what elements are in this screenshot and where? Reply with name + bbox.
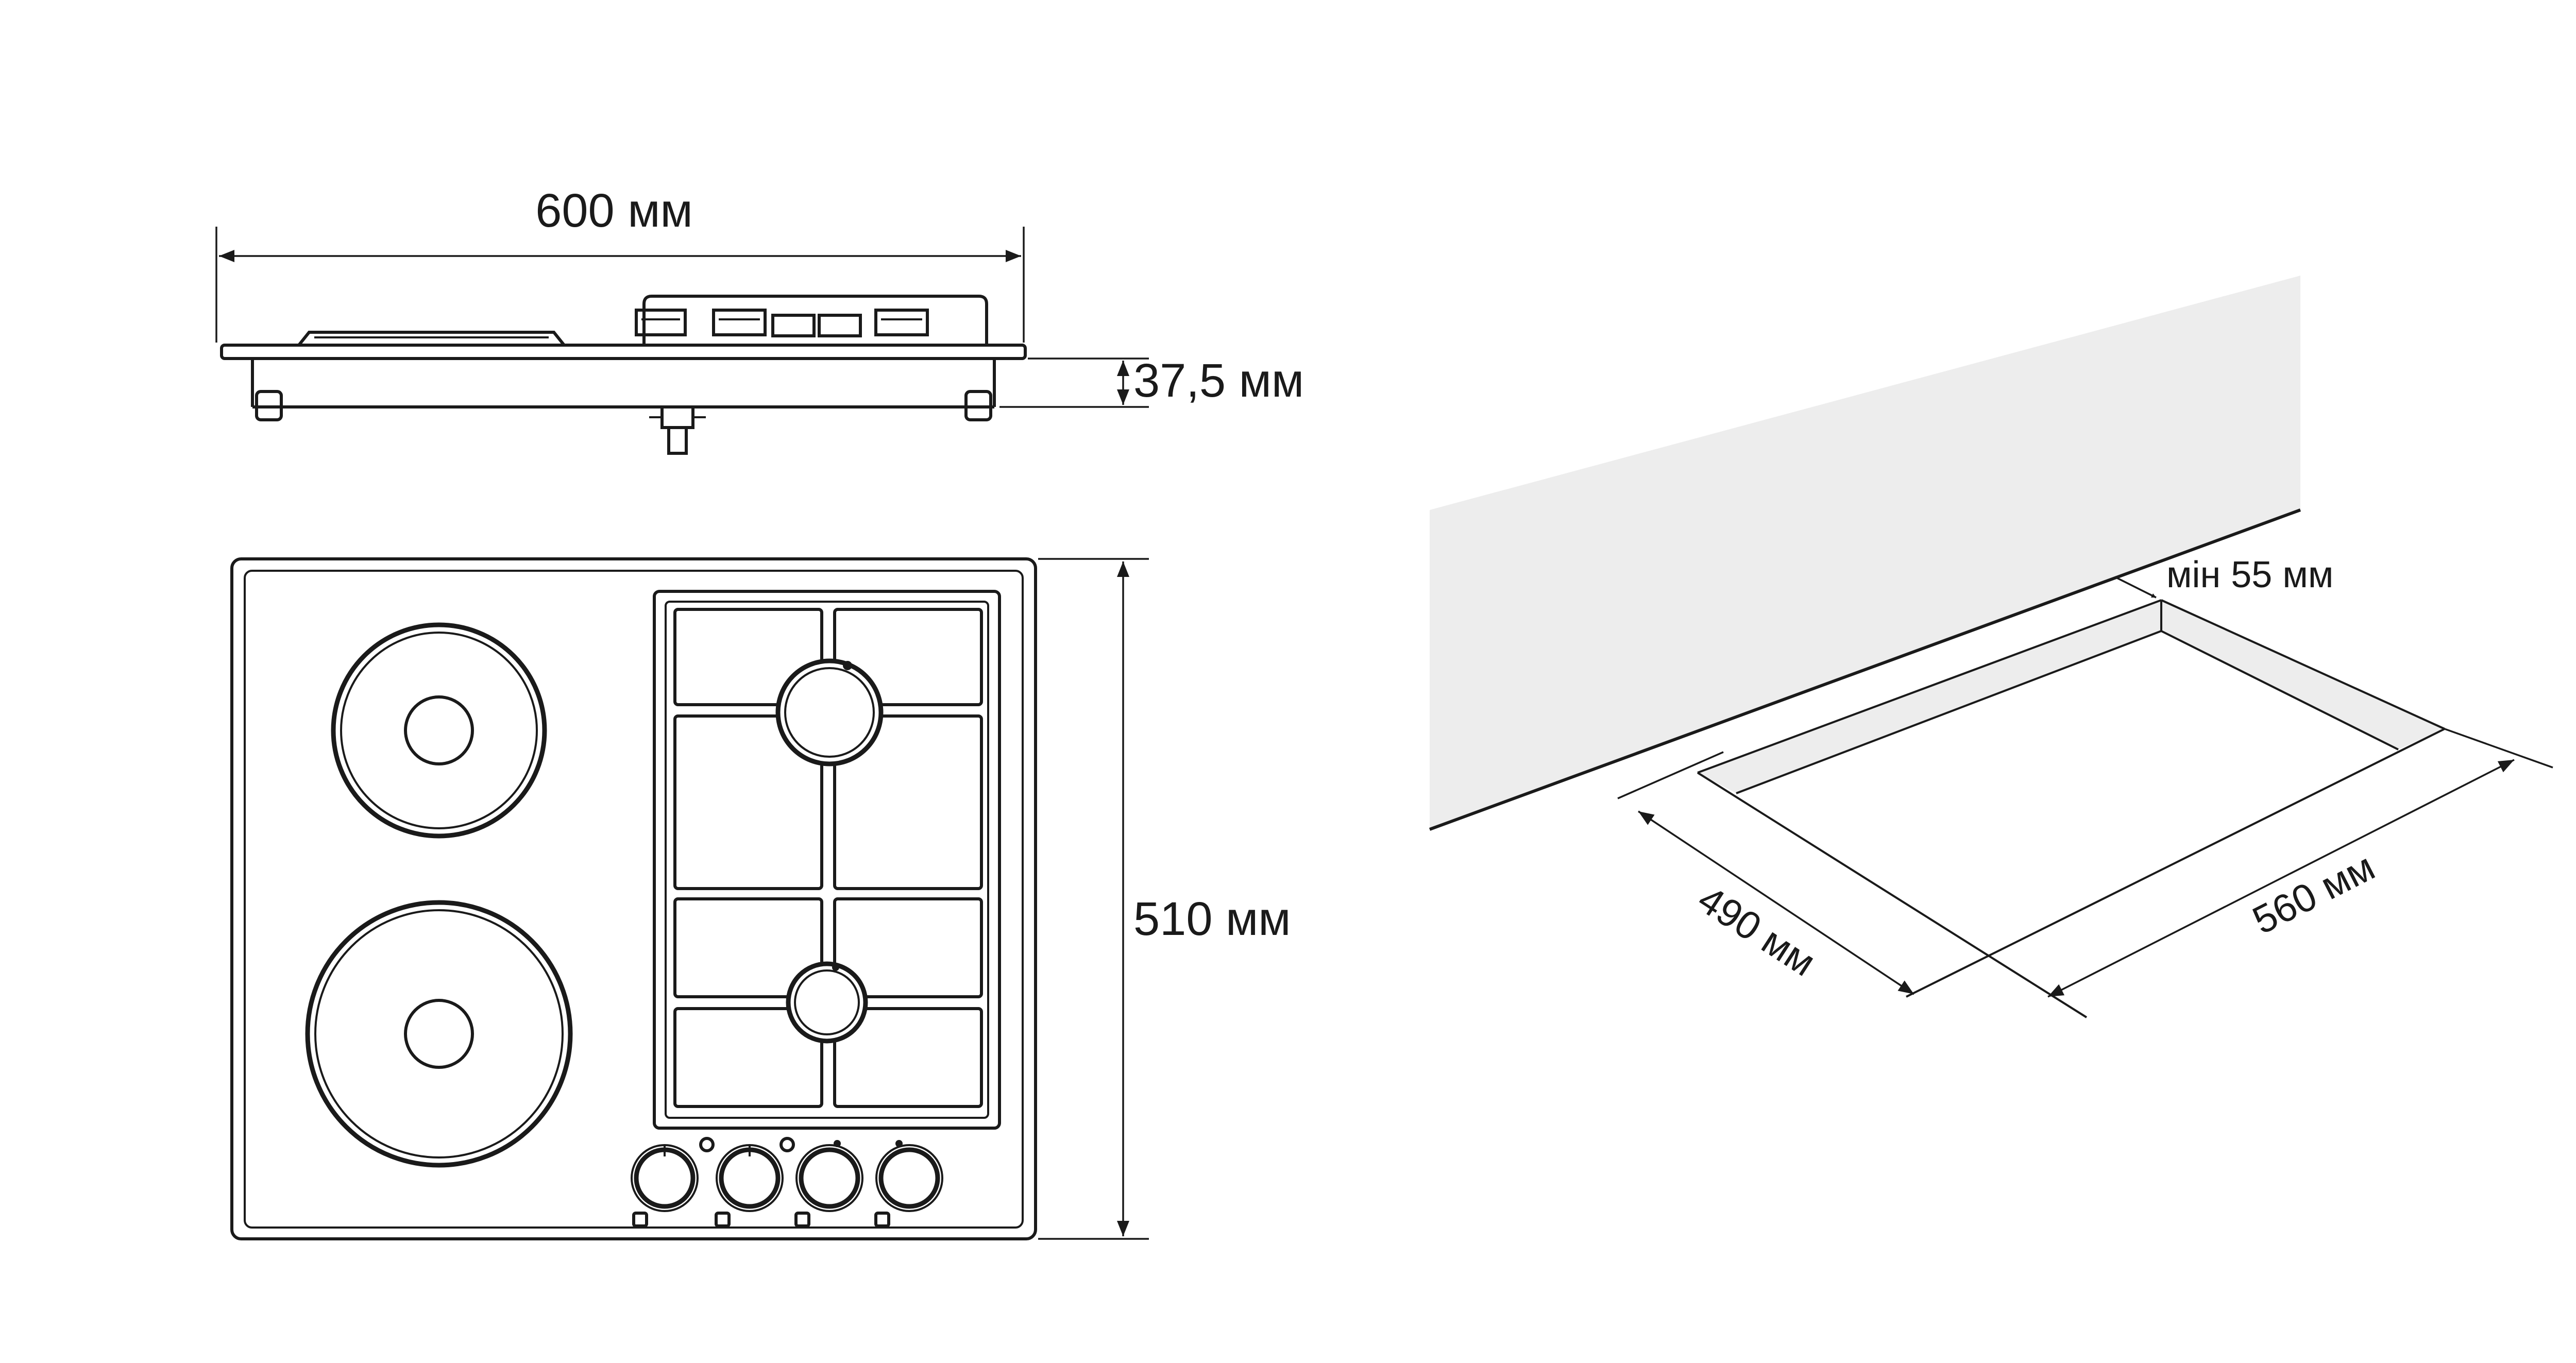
cutout-width-label: 560 мм — [2246, 845, 2381, 943]
electric-hotplate-large — [305, 900, 573, 1168]
min-gap-label: мін 55 мм — [2166, 554, 2333, 595]
plan-view: 510 мм — [230, 557, 1291, 1240]
control-knob-2 — [715, 1144, 784, 1228]
hob-outer-frame — [230, 557, 1037, 1240]
side-glass-plate — [220, 344, 1027, 360]
side-gas-connector — [649, 405, 706, 455]
side-gas-grate — [642, 295, 988, 345]
width-label: 600 мм — [535, 184, 693, 237]
control-knob-3 — [794, 1140, 863, 1228]
side-view: 600 мм — [215, 184, 1304, 455]
gas-grate — [653, 590, 1001, 1130]
worktop-back-edge — [1429, 508, 2301, 831]
control-knobs — [631, 1137, 943, 1228]
side-clip-left — [255, 390, 283, 421]
height-label: 37,5 мм — [1133, 354, 1304, 407]
side-electric-plates — [297, 331, 566, 346]
indicator-light-2 — [779, 1137, 795, 1152]
control-knob-4 — [874, 1140, 943, 1228]
indicator-light-1 — [699, 1137, 715, 1152]
plan-depth-label: 510 мм — [1133, 893, 1291, 945]
gas-burner-large — [775, 658, 884, 766]
side-burner-caps — [635, 309, 929, 337]
cutout-view: мін 55 мм 490 мм 560 мм — [1429, 276, 2553, 1018]
cutout-width-dimension-line — [2047, 759, 2515, 998]
back-wall — [1430, 276, 2300, 829]
electric-hotplate-small — [331, 622, 547, 839]
min-gap-dimension-line — [2114, 576, 2157, 599]
side-clip-right — [964, 390, 992, 421]
hob-inner-frame — [244, 570, 1024, 1229]
cutout-depth-dimension-line — [1638, 810, 1914, 995]
gas-burner-small — [786, 961, 868, 1044]
cutout-depth-label: 490 мм — [1690, 877, 1823, 985]
cutout-opening — [1697, 599, 2445, 1018]
control-knob-1 — [631, 1144, 699, 1228]
